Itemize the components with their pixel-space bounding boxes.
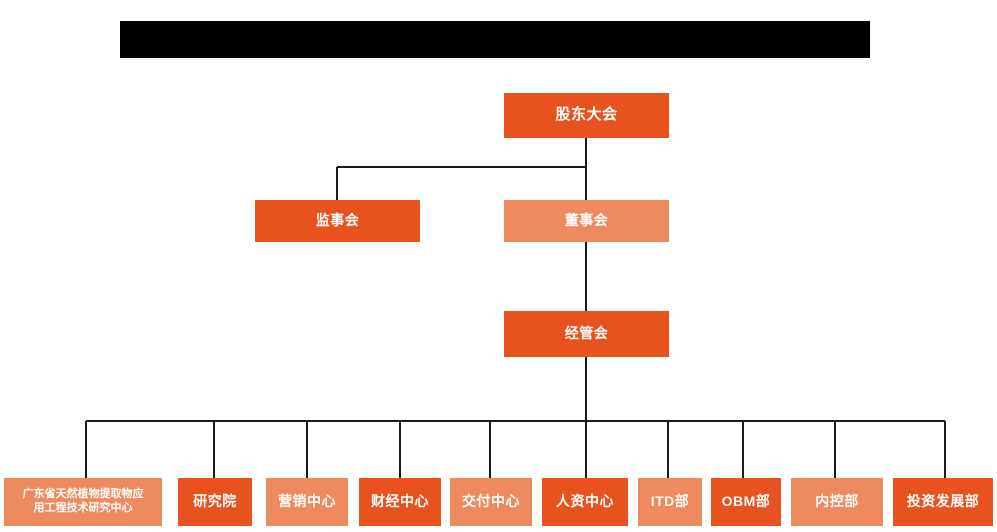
node-department-hr-center[interactable]: 人资中心 xyxy=(542,478,628,526)
node-label: 投资发展部 xyxy=(906,493,980,510)
node-label: 股东大会 xyxy=(555,106,618,124)
node-department-investment-development[interactable]: 投资发展部 xyxy=(893,478,993,526)
node-label: 内控部 xyxy=(815,493,859,510)
node-label: 研究院 xyxy=(193,493,237,510)
node-board-of-supervisors[interactable]: 监事会 xyxy=(255,200,420,242)
node-board-of-directors[interactable]: 董事会 xyxy=(504,200,669,242)
node-label: 交付中心 xyxy=(462,493,520,510)
node-label: 监事会 xyxy=(315,212,360,229)
node-department-guangdong-research-center[interactable]: 广东省天然植物提取物应 用工程技术研究中心 xyxy=(4,478,162,526)
redacted-title-banner xyxy=(120,21,870,58)
node-department-delivery-center[interactable]: 交付中心 xyxy=(450,478,532,526)
node-department-itd[interactable]: ITD部 xyxy=(638,478,702,526)
node-department-obm[interactable]: OBM部 xyxy=(711,478,781,526)
node-label: ITD部 xyxy=(650,493,690,510)
node-label: 广东省天然植物提取物应 用工程技术研究中心 xyxy=(22,488,144,514)
node-label: 财经中心 xyxy=(371,493,429,510)
node-label: 人资中心 xyxy=(556,493,614,510)
node-department-finance-center[interactable]: 财经中心 xyxy=(359,478,441,526)
node-shareholders-meeting[interactable]: 股东大会 xyxy=(504,93,669,138)
node-department-internal-control[interactable]: 内控部 xyxy=(791,478,883,526)
node-label: OBM部 xyxy=(721,493,771,510)
node-management-committee[interactable]: 经管会 xyxy=(504,311,669,357)
node-department-research-institute[interactable]: 研究院 xyxy=(178,478,252,526)
node-label: 经管会 xyxy=(564,325,609,342)
node-label: 营销中心 xyxy=(278,493,336,510)
node-department-marketing-center[interactable]: 营销中心 xyxy=(266,478,348,526)
node-label: 董事会 xyxy=(564,212,609,229)
